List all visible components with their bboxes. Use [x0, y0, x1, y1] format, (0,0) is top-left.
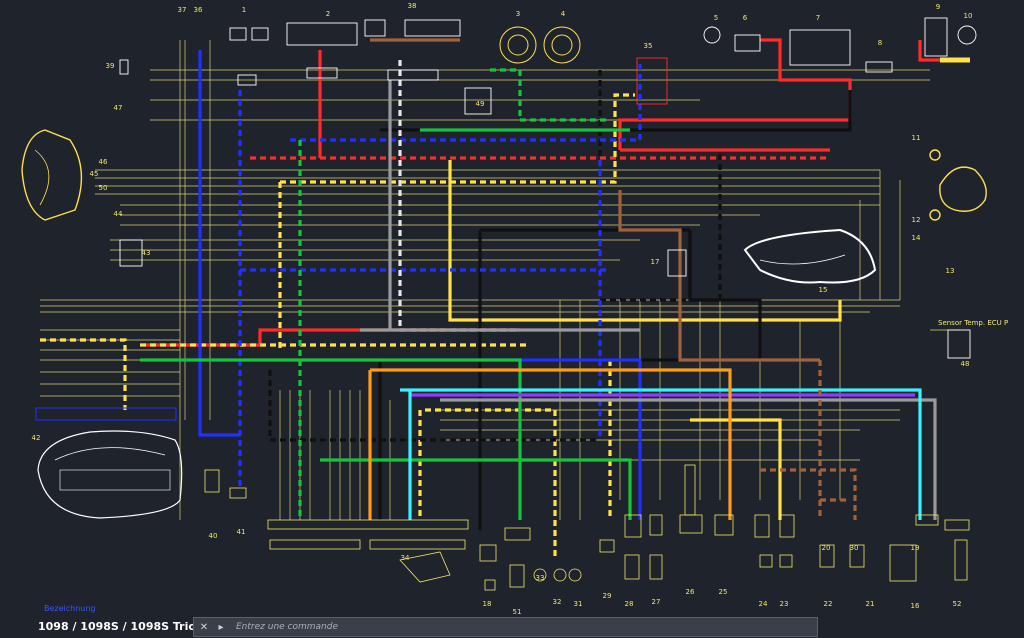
label-24: 24 — [759, 600, 768, 608]
label-21: 21 — [866, 600, 875, 608]
label-15: 15 — [819, 286, 828, 294]
label-33: 33 — [536, 574, 545, 582]
label-46: 46 — [99, 158, 108, 166]
label-26: 26 — [686, 588, 695, 596]
label-16: 16 — [911, 602, 920, 610]
label-10: 10 — [964, 12, 973, 20]
instrument-panel — [35, 407, 183, 519]
label-38: 38 — [408, 2, 417, 10]
label-9: 9 — [936, 3, 940, 11]
label-2: 2 — [326, 10, 330, 18]
label-6: 6 — [743, 14, 748, 22]
bottom-connectors — [204, 464, 970, 591]
ignition-coils — [499, 26, 581, 64]
tail-light — [929, 149, 987, 221]
label-14: 14 — [912, 234, 921, 242]
label-23: 23 — [780, 600, 789, 608]
label-47: 47 — [114, 104, 123, 112]
drawing-subtitle: Bezeichnung — [44, 604, 96, 613]
label-12: 12 — [912, 216, 921, 224]
main-wires — [40, 38, 970, 560]
label-17: 17 — [651, 258, 660, 266]
label-39: 39 — [106, 62, 115, 70]
label-29: 29 — [603, 592, 612, 600]
label-41: 41 — [237, 528, 246, 536]
label-27: 27 — [652, 598, 661, 606]
top-modules — [119, 17, 977, 359]
command-prompt-icon[interactable]: ▸ — [218, 621, 224, 633]
label-37: 37 — [178, 6, 187, 14]
label-25: 25 — [719, 588, 728, 596]
label-13: 13 — [946, 267, 955, 275]
label-1: 1 — [242, 6, 246, 14]
command-input[interactable] — [234, 621, 817, 633]
fuel-tank — [743, 228, 877, 284]
label-28: 28 — [625, 600, 634, 608]
label-18: 18 — [483, 600, 492, 608]
label-51: 51 — [513, 608, 522, 616]
label-31: 31 — [574, 600, 583, 608]
drawing-title: 1098 / 1098S / 1098S Tricolore — [38, 620, 227, 633]
label-30: 30 — [850, 544, 859, 552]
label-5: 5 — [714, 14, 718, 22]
command-line-bar: ✕ ▸ — [193, 617, 818, 637]
label-8: 8 — [878, 39, 882, 47]
label-42: 42 — [32, 434, 41, 442]
label-3: 3 — [516, 10, 520, 18]
label-7: 7 — [816, 14, 820, 22]
label-48: 48 — [961, 360, 970, 368]
label-34: 34 — [401, 554, 410, 562]
label-22: 22 — [824, 600, 833, 608]
label-11: 11 — [912, 134, 921, 142]
label-35: 35 — [644, 42, 653, 50]
label-44: 44 — [114, 210, 123, 218]
label-20: 20 — [822, 544, 831, 552]
label-52: 52 — [953, 600, 962, 608]
sensor-side-label: Sensor Temp. ECU P — [938, 319, 1008, 327]
label-36: 36 — [194, 6, 203, 14]
headlight-left — [21, 129, 83, 221]
thin-wires — [40, 40, 960, 520]
label-4: 4 — [561, 10, 566, 18]
label-45: 45 — [90, 170, 99, 178]
component-labels: 1 2 3 4 5 6 7 8 9 10 11 12 13 14 15 16 1… — [32, 2, 1009, 616]
label-19: 19 — [911, 544, 920, 552]
close-icon[interactable]: ✕ — [199, 621, 209, 633]
label-49: 49 — [476, 100, 485, 108]
label-43: 43 — [142, 249, 151, 257]
label-32: 32 — [553, 598, 562, 606]
label-40: 40 — [209, 532, 218, 540]
label-50: 50 — [99, 184, 108, 192]
